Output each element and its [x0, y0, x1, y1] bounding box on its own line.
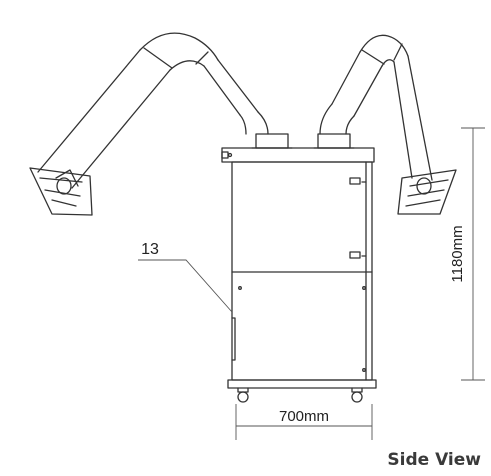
- width-dimension-lines: [235, 404, 373, 440]
- width-dimension-label: 700mm: [279, 408, 329, 425]
- height-dimension-lines: [461, 127, 485, 381]
- view-title: Side View: [387, 450, 481, 470]
- part-callout-leader: [138, 259, 233, 313]
- cabinet: [221, 147, 377, 389]
- caster-wheels: [237, 387, 363, 403]
- part-callout-label: 13: [141, 241, 159, 258]
- left-extraction-arm: [29, 32, 293, 216]
- height-dimension-label: 1180mm: [449, 225, 466, 282]
- right-extraction-arm: [313, 34, 457, 215]
